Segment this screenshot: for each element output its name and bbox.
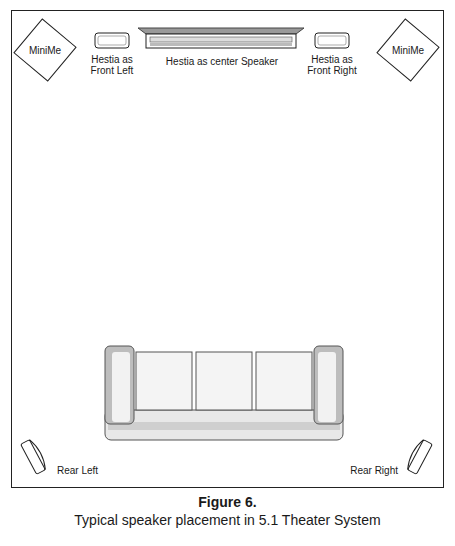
speaker-label: Hestia as center Speaker (142, 56, 302, 67)
center-speaker: Hestia as center Speaker (138, 26, 306, 70)
figure-number: Figure 6. (0, 494, 455, 511)
minime-speaker: MiniMe (13, 18, 77, 82)
speaker-label: Rear Left (57, 465, 115, 476)
minime-speaker: MiniMe (376, 18, 440, 82)
speaker-label: MiniMe (15, 45, 75, 56)
speaker-label: Hestia as Front Left (82, 54, 142, 76)
rear-left-speaker: Rear Left (16, 437, 116, 479)
front-right-speaker: Hestia as Front Right (300, 30, 364, 80)
speaker-label: Hestia as Front Right (302, 54, 362, 76)
figure-caption: Typical speaker placement in 5.1 Theater… (0, 512, 455, 529)
speaker-label: Rear Right (334, 465, 398, 476)
couch (105, 346, 343, 440)
rear-right-speaker: Rear Right (334, 437, 440, 479)
front-left-speaker: Hestia as Front Left (80, 30, 144, 80)
speaker-label: MiniMe (378, 45, 438, 56)
